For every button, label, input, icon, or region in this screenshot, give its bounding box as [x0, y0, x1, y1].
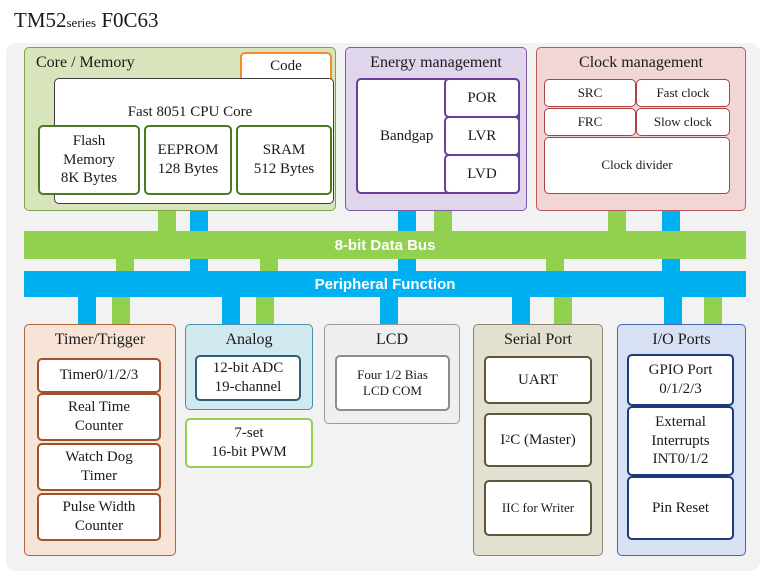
- i2c-label-pre: I: [500, 431, 506, 448]
- uart-box: UART: [484, 356, 592, 404]
- watch-dog-timer-box: Watch Dog Timer: [37, 443, 161, 491]
- eeprom-box: EEPROM 128 Bytes: [144, 125, 232, 195]
- diagram-title: TM52series F0C63: [14, 8, 159, 33]
- gpio-port-box: GPIO Port 0/1/2/3: [627, 354, 734, 406]
- fast-clock-box: Fast clock: [636, 79, 730, 107]
- serial-port-header: Serial Port: [504, 331, 572, 348]
- title-model: F0C63: [101, 8, 159, 32]
- cpu-core-label: Fast 8051 CPU Core: [127, 103, 253, 120]
- timer-trigger-header: Timer/Trigger: [54, 331, 146, 348]
- lcd-header: LCD: [376, 331, 408, 348]
- core-memory-header: Core / Memory: [36, 54, 135, 71]
- connector-analog-data: [256, 296, 274, 324]
- lcd-com-box: Four 1/2 Bias LCD COM: [335, 355, 450, 411]
- slow-clock-box: Slow clock: [636, 108, 730, 136]
- connector-analog-periph: [222, 296, 240, 324]
- flash-memory-box: Flash Memory 8K Bytes: [38, 125, 140, 195]
- connector-timer-data: [112, 296, 130, 324]
- adc-box: 12-bit ADC 19-channel: [195, 355, 301, 401]
- peripheral-bus: Peripheral Function: [24, 271, 746, 297]
- iic-writer-box: IIC for Writer: [484, 480, 592, 536]
- connector-serial-data: [554, 296, 572, 324]
- src-box: SRC: [544, 79, 636, 107]
- title-main: TM52: [14, 8, 67, 32]
- title-sub: series: [66, 15, 97, 30]
- timer-box: Timer0/1/2/3: [37, 358, 161, 393]
- sram-box: SRAM 512 Bytes: [236, 125, 332, 195]
- connector-lcd-periph: [380, 296, 398, 324]
- lvr-box: LVR: [444, 116, 520, 156]
- connector-timer-periph: [78, 296, 96, 324]
- i2c-label-sup: 2: [505, 433, 511, 445]
- connector-serial-periph: [512, 296, 530, 324]
- peripheral-bus-label: Peripheral Function: [314, 275, 456, 293]
- connector-clock-data: [608, 210, 626, 232]
- real-time-counter-box: Real Time Counter: [37, 393, 161, 441]
- i2c-label-post: C (Master): [510, 431, 576, 448]
- pin-reset-box: Pin Reset: [627, 476, 734, 540]
- clock-divider-box: Clock divider: [544, 137, 730, 194]
- connector-io-data: [704, 296, 722, 324]
- frc-box: FRC: [544, 108, 636, 136]
- pulse-width-counter-box: Pulse Width Counter: [37, 493, 161, 541]
- connector-io-periph: [664, 296, 682, 324]
- energy-management-header: Energy management: [370, 54, 502, 71]
- connector-data-up-2: [260, 258, 278, 272]
- por-box: POR: [444, 78, 520, 118]
- connector-energy-data: [434, 210, 452, 232]
- connector-core-data: [158, 210, 176, 232]
- io-ports-header: I/O Ports: [652, 331, 711, 348]
- data-bus: 8-bit Data Bus: [24, 231, 746, 259]
- lvd-box: LVD: [444, 154, 520, 194]
- connector-data-up-3: [546, 258, 564, 272]
- external-interrupts-box: External Interrupts INT0/1/2: [627, 406, 734, 476]
- analog-header: Analog: [225, 331, 273, 348]
- clock-management-header: Clock management: [579, 54, 703, 71]
- pwm-box: 7-set 16-bit PWM: [185, 418, 313, 468]
- connector-data-up-1: [116, 258, 134, 272]
- data-bus-label: 8-bit Data Bus: [334, 236, 436, 254]
